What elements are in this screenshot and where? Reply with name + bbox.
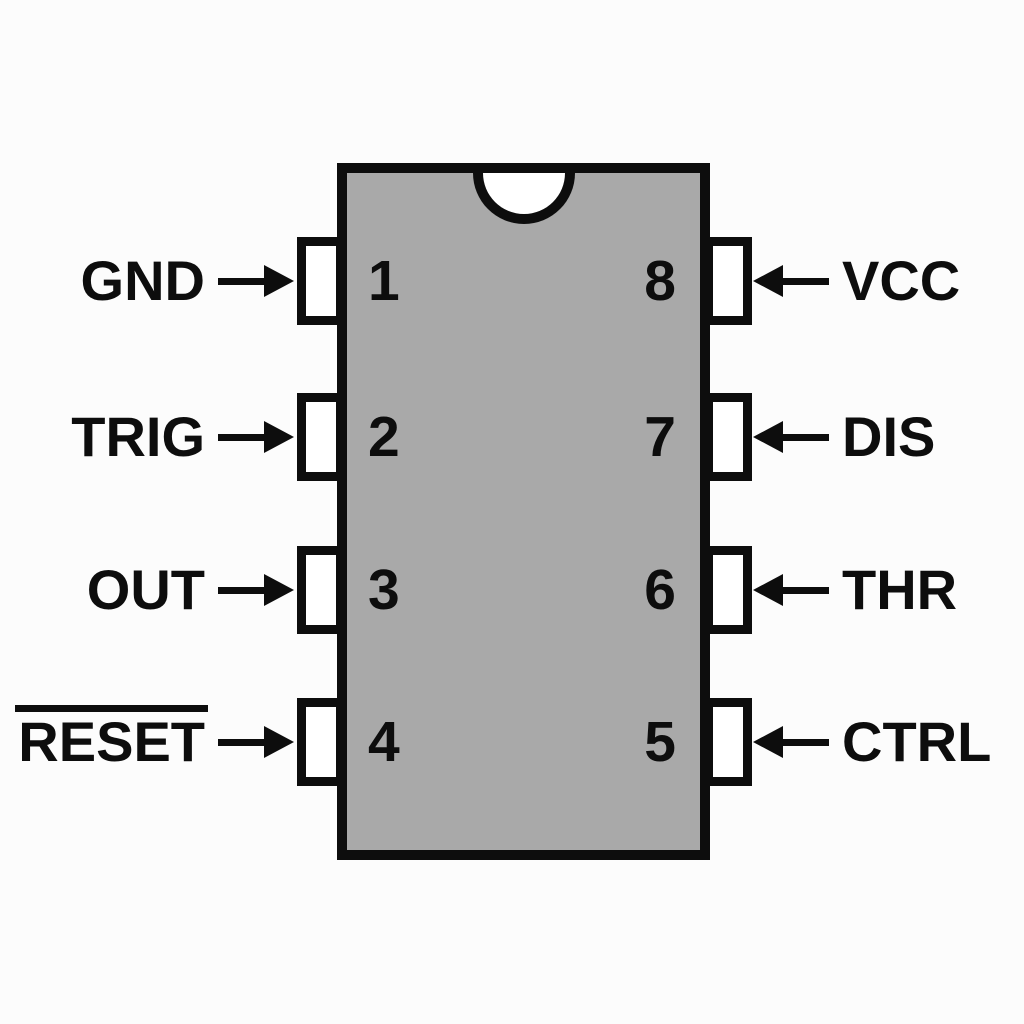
pin-label-ctrl: CTRL (842, 710, 992, 773)
pin-row-reset: RESET (0, 696, 294, 788)
orientation-notch-icon (472, 173, 575, 224)
pin-label-vcc: VCC (842, 249, 961, 312)
arrow-right-icon (218, 574, 294, 606)
ic-body: 1 2 3 4 8 7 6 5 (337, 163, 710, 860)
pin-number-8: 8 (644, 249, 676, 313)
arrow-right-icon (218, 421, 294, 453)
pin-row-vcc: VCC (753, 235, 1024, 327)
pin-box-8 (704, 237, 752, 325)
arrow-left-icon (753, 265, 829, 297)
pin-box-5 (704, 698, 752, 786)
pin-number-3: 3 (368, 558, 400, 622)
arrow-left-icon (753, 421, 829, 453)
pin-number-1: 1 (368, 249, 400, 313)
pin-row-trig: TRIG (0, 391, 294, 483)
arrow-right-icon (218, 726, 294, 758)
arrow-left-icon (753, 726, 829, 758)
pin-label-gnd: GND (80, 249, 205, 312)
pin-label-reset: RESET (15, 705, 208, 773)
pin-number-4: 4 (368, 710, 400, 774)
pin-label-out: OUT (86, 558, 205, 621)
arrow-left-icon (753, 574, 829, 606)
pin-number-5: 5 (644, 710, 676, 774)
pin-number-7: 7 (644, 405, 676, 469)
pin-label-dis: DIS (842, 405, 936, 468)
pin-label-trig: TRIG (71, 405, 205, 468)
arrow-right-icon (218, 265, 294, 297)
pin-row-dis: DIS (753, 391, 1024, 483)
pin-label-thr: THR (842, 558, 958, 621)
pin-number-2: 2 (368, 405, 400, 469)
pin-number-6: 6 (644, 558, 676, 622)
pin-row-out: OUT (0, 544, 294, 636)
pin-row-thr: THR (753, 544, 1024, 636)
pin-row-gnd: GND (0, 235, 294, 327)
pin-row-ctrl: CTRL (753, 696, 1024, 788)
pin-box-6 (704, 546, 752, 634)
pin-box-7 (704, 393, 752, 481)
